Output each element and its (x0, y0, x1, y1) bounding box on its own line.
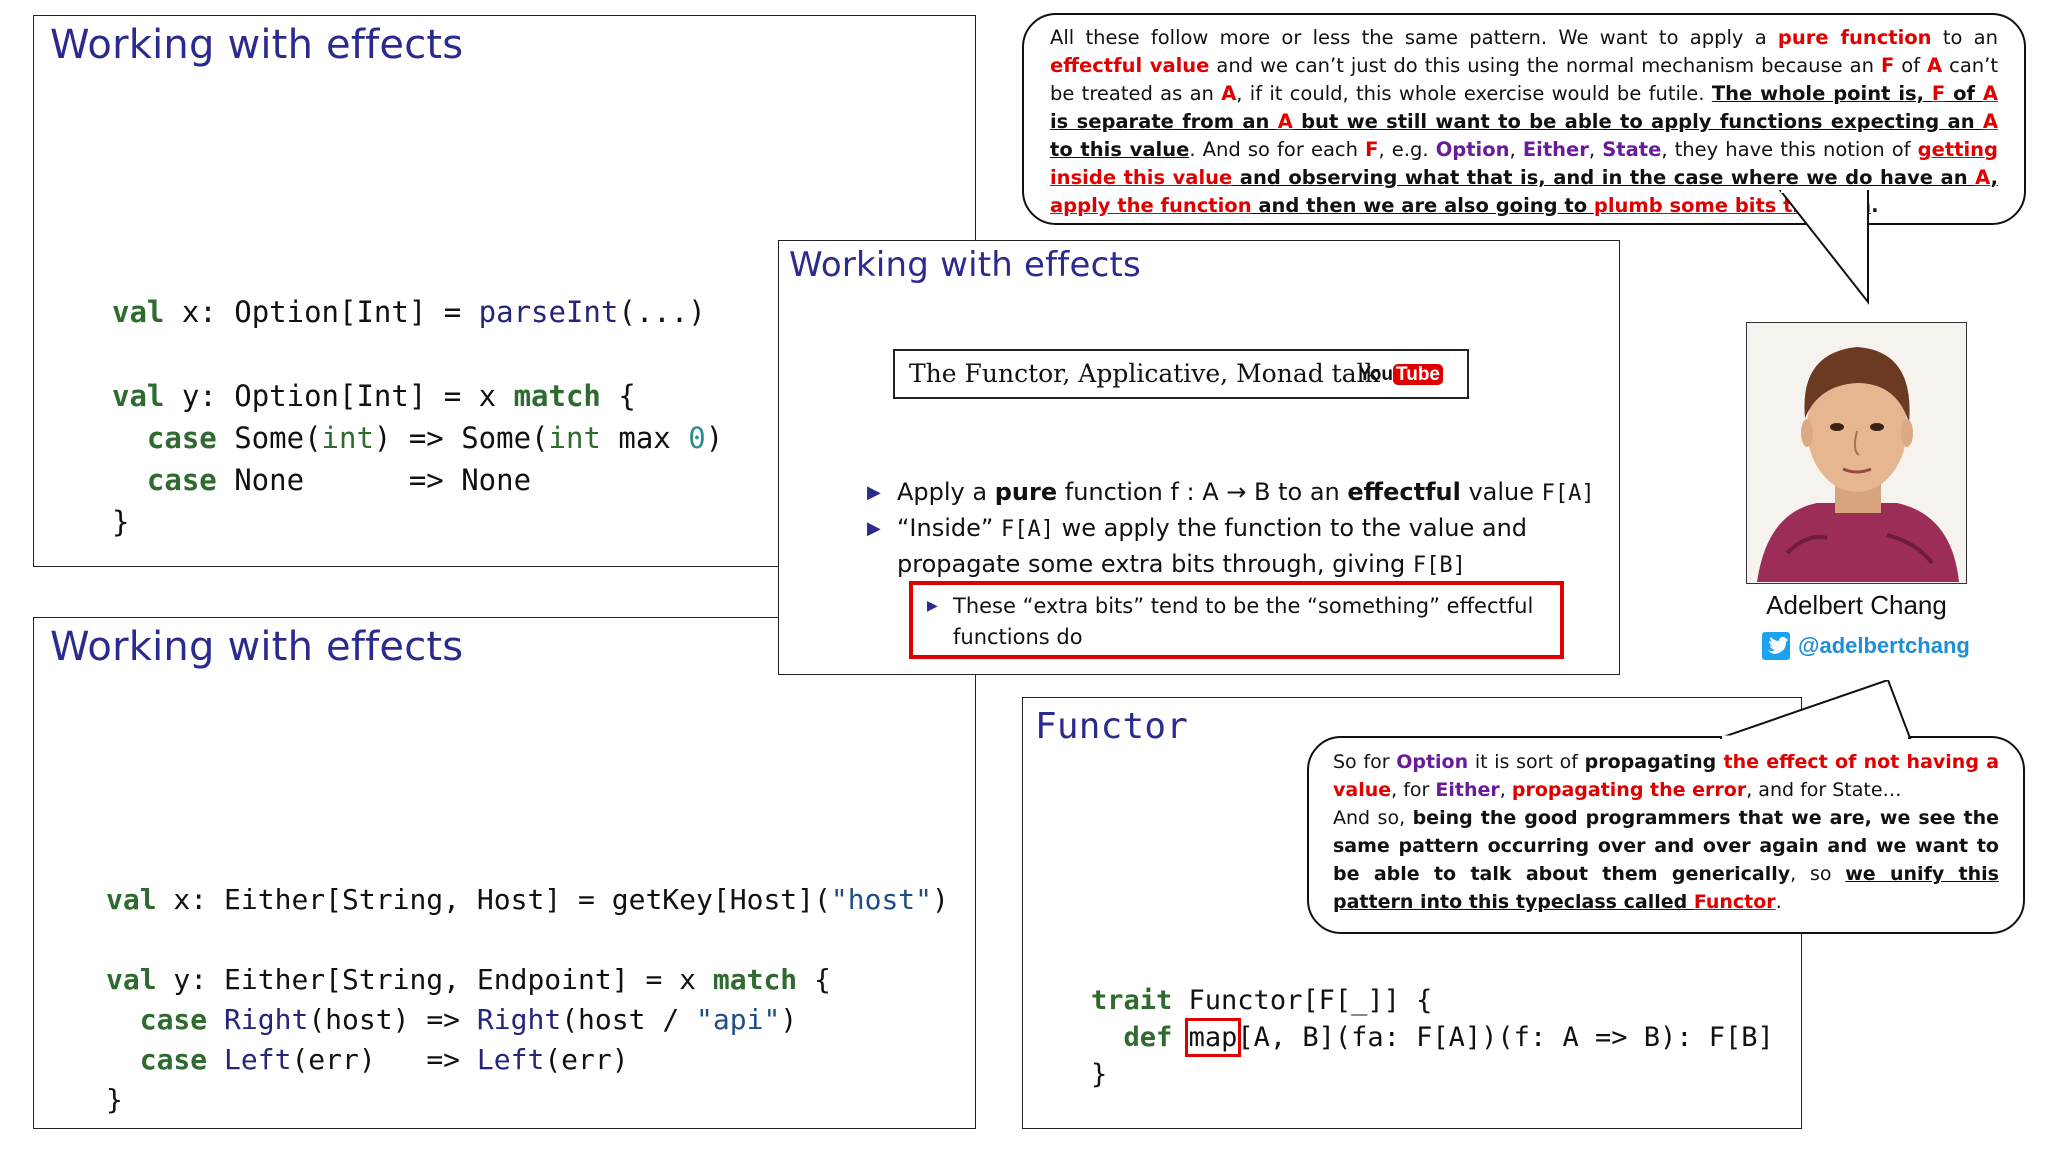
code-line: case Some(int) => Some(int max 0) (146, 421, 724, 455)
slide-effects-summary: Working with effects The Functor, Applic… (778, 240, 1620, 675)
bullet-list: ▶ Apply a pure function f : A → B to an … (867, 475, 1602, 583)
code-line: val y: Option[Int] = x match { (112, 379, 636, 413)
slide-title: Functor (1035, 706, 1189, 747)
code-line: val y: Either[String, Endpoint] = x matc… (106, 963, 831, 996)
speech-bubble-bottom-tail (1720, 680, 1930, 740)
code-block: val x: Either[String, Host] = getKey[Hos… (106, 880, 949, 1120)
speaker-portrait (1746, 322, 1967, 584)
code-line: } (1091, 1059, 1108, 1090)
code-line: val x: Option[Int] = parseInt(...) (112, 295, 706, 329)
bullet-item: ▶ “Inside” F[A] we apply the function to… (867, 511, 1602, 583)
code-line: case None => None (146, 463, 532, 497)
slide-title: Working with effects (50, 624, 464, 670)
twitter-handle: @adelbertchang (1798, 633, 1970, 658)
twitter-bird-icon (1762, 632, 1790, 660)
code-line: val x: Either[String, Host] = getKey[Hos… (106, 883, 949, 916)
slide-either: Working with effects val x: Either[Strin… (33, 617, 976, 1129)
talk-title: The Functor, Applicative, Monad talk (909, 359, 1380, 388)
speaker-twitter[interactable]: @adelbertchang (1762, 631, 1970, 661)
code-line: } (106, 1083, 123, 1116)
bullet-triangle-icon: ▶ (867, 518, 881, 539)
speech-bubble-bottom: So for Option it is sort of propagating … (1307, 736, 2025, 934)
sub-bullet-triangle-icon: ▶ (927, 598, 938, 614)
code-block: trait Functor[F[_]] { def map[A, B](fa: … (1091, 982, 1774, 1093)
speech-bubble-top-tail (1760, 190, 1880, 310)
bullet-item: ▶ Apply a pure function f : A → B to an … (867, 475, 1602, 511)
code-line: } (112, 505, 130, 539)
talk-box: The Functor, Applicative, Monad talk You… (893, 349, 1469, 399)
speaker-name: Adelbert Chang (1766, 590, 1947, 620)
code-block: val x: Option[Int] = parseInt(...) val y… (112, 291, 723, 543)
code-line: trait Functor[F[_]] { (1091, 985, 1433, 1016)
bullet-triangle-icon: ▶ (867, 482, 881, 503)
slide-title: Working with effects (50, 22, 464, 68)
map-highlight: map (1184, 1018, 1242, 1057)
code-line: case Right(host) => Right(host / "api") (139, 1003, 798, 1036)
slide-title: Working with effects (789, 245, 1141, 285)
bubble-paragraph: And so, being the good programmers that … (1333, 807, 1999, 913)
sub-bullet-text: These “extra bits” tend to be the “somet… (953, 594, 1534, 649)
extra-bits-highlight: ▶ These “extra bits” tend to be the “som… (909, 581, 1564, 659)
code-line: case Left(err) => Left(err) (139, 1043, 629, 1076)
code-line: def map[A, B](fa: F[A])(f: A => B): F[B] (1123, 1018, 1774, 1057)
bubble-paragraph: So for Option it is sort of propagating … (1333, 751, 2000, 801)
